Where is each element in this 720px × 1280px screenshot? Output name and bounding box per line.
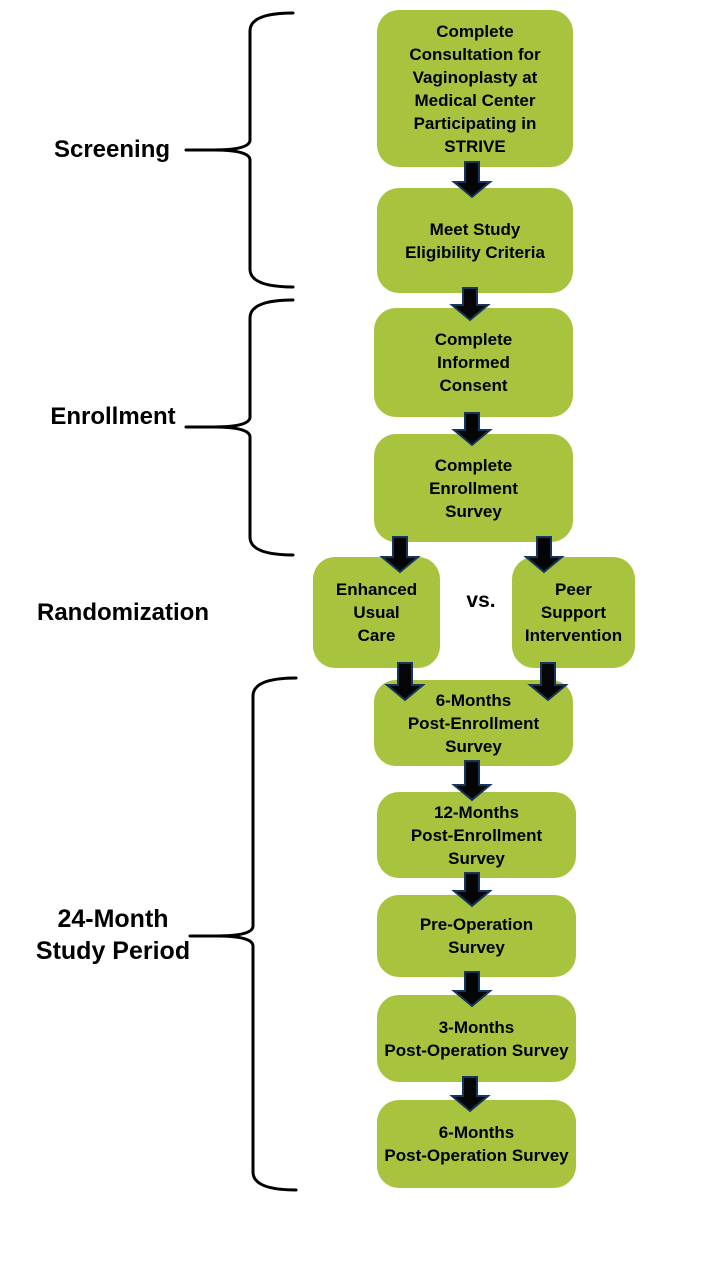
box-3m-post-operation-survey: 3-Months Post-Operation Survey (377, 995, 576, 1082)
brace-enrollment (213, 298, 295, 557)
box-peer-support-intervention: Peer Support Intervention (512, 557, 635, 668)
box-pre-operation-survey: Pre-Operation Survey (377, 895, 576, 977)
box-informed-consent: Complete Informed Consent (374, 308, 573, 417)
brace-study-period (216, 676, 298, 1192)
stage-label-randomization: Randomization (37, 599, 209, 626)
stage-label-enrollment: Enrollment (50, 403, 176, 430)
box-eligibility: Meet Study Eligibility Criteria (377, 188, 573, 293)
box-6m-post-operation-survey: 6-Months Post-Operation Survey (377, 1100, 576, 1188)
vs-label: vs. (466, 589, 496, 612)
box-12m-post-enrollment-survey: 12-Months Post-Enrollment Survey (377, 792, 576, 878)
brace-screening (213, 11, 295, 289)
box-6m-post-enrollment-survey: 6-Months Post-Enrollment Survey (374, 680, 573, 766)
box-enrollment-survey: Complete Enrollment Survey (374, 434, 573, 542)
stage-label-screening: Screening (53, 136, 171, 163)
box-consultation: Complete Consultation for Vaginoplasty a… (377, 10, 573, 167)
box-enhanced-usual-care: Enhanced Usual Care (313, 557, 440, 668)
stage-label-study-period: 24-Month Study Period (35, 905, 191, 965)
